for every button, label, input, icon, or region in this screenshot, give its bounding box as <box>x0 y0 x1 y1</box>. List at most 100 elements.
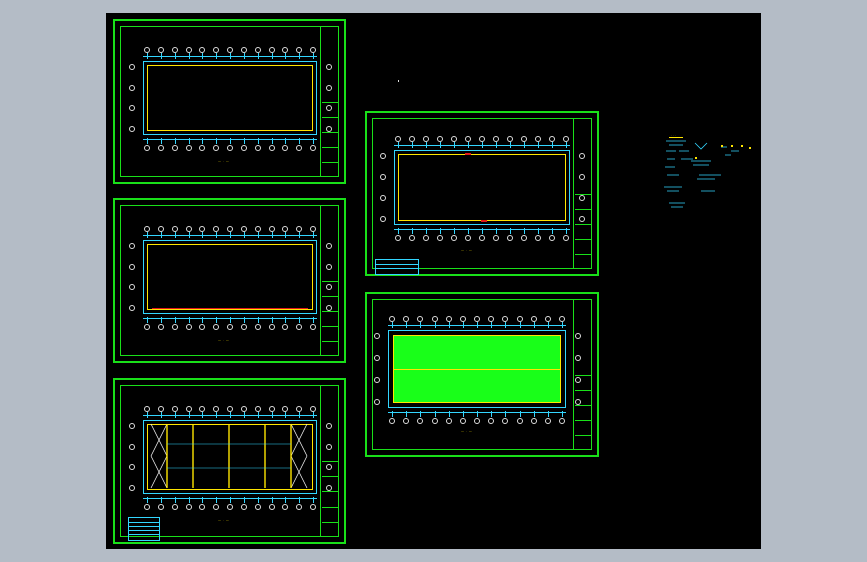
grid-bubble <box>268 406 275 412</box>
grid-bubble <box>240 226 247 232</box>
grid-bubble <box>254 47 261 53</box>
sheet-inner-border <box>120 385 339 537</box>
grid-axis-line <box>174 497 176 503</box>
grid-axis-line <box>299 138 301 144</box>
drawing-viewport[interactable]: — · — — · — <box>106 13 761 549</box>
grid-bubble <box>544 418 551 424</box>
bracing-lines <box>150 423 308 489</box>
dimension-line <box>143 56 317 57</box>
grid-bubble <box>144 226 150 232</box>
grid-bubble <box>157 504 164 510</box>
grid-bubble <box>282 406 289 412</box>
sheet-caption: — · — <box>461 429 473 433</box>
grid-bubble <box>254 145 261 151</box>
grid-bubble <box>431 418 438 424</box>
grid-bubble <box>213 504 220 510</box>
floor-plan <box>143 420 317 494</box>
sheet-caption: — · — <box>461 248 473 252</box>
grid-axis-line <box>510 228 511 234</box>
grid-axis-line <box>420 411 422 417</box>
grid-bubble <box>544 316 551 322</box>
grid-axis-line <box>285 138 287 144</box>
grid-bubble <box>395 136 401 142</box>
grid-axis-line <box>547 411 549 417</box>
grid-bubble <box>157 145 164 151</box>
drawing-sheet-2[interactable]: — · — <box>113 198 346 363</box>
grid-bubble <box>240 145 247 151</box>
grid-axis-line <box>174 317 176 323</box>
detail-sketches <box>664 137 751 208</box>
grid-bubble <box>171 226 178 232</box>
grid-bubble <box>129 423 135 429</box>
grid-axis-line <box>448 411 450 417</box>
grid-axis-line <box>230 317 231 323</box>
grid-bubble <box>326 464 332 471</box>
grid-bubble <box>144 504 150 510</box>
grid-axis-line <box>285 497 287 503</box>
grid-bubble <box>479 136 485 142</box>
floor-plan <box>388 330 566 408</box>
grid-bubble <box>240 47 247 53</box>
grid-axis-line <box>519 411 521 417</box>
grid-bubble <box>310 226 316 232</box>
grid-axis-line <box>271 138 273 144</box>
grid-bubble <box>254 324 261 330</box>
drawing-sheet-5[interactable]: — · — <box>365 292 599 457</box>
grid-bubble <box>282 324 289 330</box>
grid-bubble <box>129 126 135 132</box>
grid-bubble <box>144 145 150 151</box>
grid-bubble <box>380 153 386 159</box>
grid-bubble <box>185 406 192 412</box>
grid-axis-line <box>188 138 190 144</box>
grid-bubble <box>326 423 332 429</box>
grid-axis-line <box>230 497 231 503</box>
grid-axis-line <box>313 497 314 503</box>
grid-bubble <box>240 406 247 412</box>
grid-axis-line <box>562 411 563 417</box>
grid-bubble <box>389 316 395 322</box>
detail-label: · · · <box>671 133 676 137</box>
grid-bubble <box>296 406 303 412</box>
grid-bubble <box>488 418 495 424</box>
grid-bubble <box>157 324 164 330</box>
grid-axis-line <box>398 228 399 234</box>
grid-axis-line <box>216 317 218 323</box>
grid-bubble <box>129 84 135 91</box>
grid-axis-line <box>434 411 436 417</box>
grid-axis-line <box>524 228 525 234</box>
grid-bubble <box>144 47 150 53</box>
grid-axis-line <box>188 497 190 503</box>
grid-bubble <box>282 504 289 510</box>
grid-bubble <box>474 418 480 424</box>
sheet-caption: — · — <box>218 159 230 163</box>
grid-bubble <box>530 418 537 424</box>
grid-axis-line <box>216 138 218 144</box>
grid-bubble <box>296 226 303 232</box>
grid-bubble <box>451 235 457 241</box>
grid-axis-line <box>566 228 567 234</box>
drawing-sheet-1[interactable]: — · — <box>113 19 346 184</box>
title-block <box>320 26 339 177</box>
sheet-inner-border <box>120 26 339 177</box>
grid-bubble <box>227 226 233 232</box>
grid-bubble <box>417 316 424 322</box>
grid-bubble <box>129 485 135 491</box>
grid-bubble <box>380 216 386 222</box>
drawing-sheet-4[interactable]: — · — <box>365 111 599 276</box>
drawing-sheet-3[interactable]: — · — <box>113 378 346 544</box>
grid-axis-line <box>505 411 507 417</box>
grid-bubble <box>157 47 164 53</box>
grid-bubble <box>310 504 316 510</box>
grid-bubble <box>129 464 135 471</box>
grid-bubble <box>575 399 581 405</box>
grid-axis-line <box>271 497 273 503</box>
grid-bubble <box>559 418 565 424</box>
grid-bubble <box>409 136 415 142</box>
grid-bubble <box>157 226 164 232</box>
grid-bubble <box>437 136 443 142</box>
grid-bubble <box>423 136 429 142</box>
grid-bubble <box>326 243 332 249</box>
grid-bubble <box>213 145 220 151</box>
grid-bubble <box>310 406 316 412</box>
grid-axis-line <box>454 228 455 234</box>
